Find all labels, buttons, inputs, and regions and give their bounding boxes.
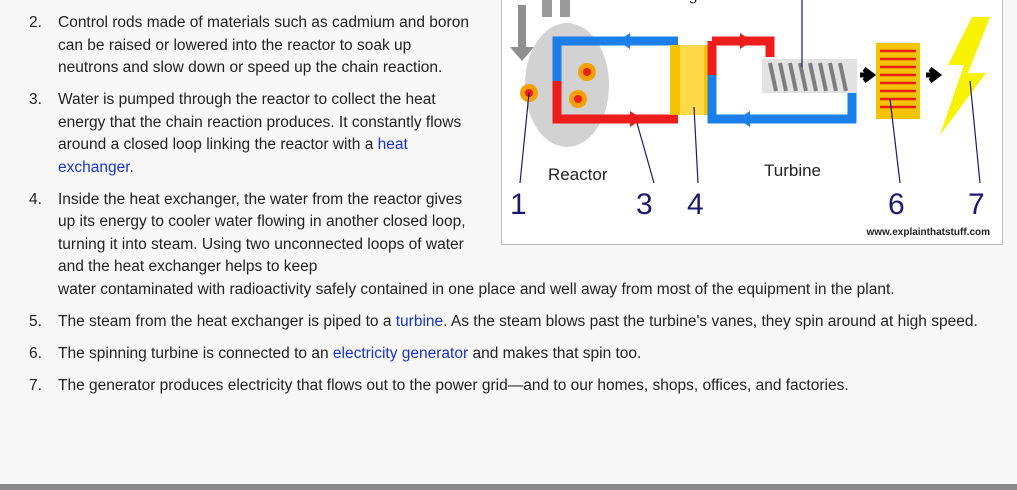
turbine-vanes [768,62,848,92]
label-turbine: Turbine [764,161,821,180]
callout-lines [519,0,981,184]
control-rod [542,0,552,17]
step-number: 3. [29,91,42,108]
list-item: 3. Water is pumped through the reactor t… [0,89,1000,179]
label-reactor: Reactor [548,165,608,184]
callout-number: 1 [510,188,527,221]
electricity-bolt-icon [940,17,990,135]
list-item: 2. Control rods made of materials such a… [0,12,1000,80]
step-text: Water is pumped through the reactor to c… [58,91,462,176]
callout-number: 6 [888,188,905,221]
callout-number: 4 [687,188,704,221]
step-text: The generator produces electricity that … [58,376,849,394]
footer-divider [0,484,1017,490]
step-text: Inside the heat exchanger, the water fro… [58,190,466,276]
callout-number: 7 [968,188,985,221]
heat-exchanger-link[interactable]: heat exchanger [58,136,408,176]
control-rod-arrow-icon [510,5,534,61]
step-number: 6. [29,344,42,362]
label-exchanger: exchanger [637,0,712,4]
step-text: The steam from the heat exchanger is pip… [58,312,978,330]
step-number: 7. [29,376,42,394]
figure-credit: www.explainthatstuff.com [866,227,990,238]
step-text: Control rods made of materials such as c… [58,14,469,76]
step-number: 4. [29,190,42,208]
list-item: 4. Inside the heat exchanger, the water … [0,189,1000,302]
secondary-loop-cold [707,41,857,124]
generator [876,43,920,119]
secondary-loop-hot [712,36,775,57]
step-number: 5. [29,312,42,330]
arrow-icon [926,67,943,83]
callout-numbers: 1 3 4 6 7 [510,188,985,221]
electricity-generator-link[interactable]: electricity generator [332,344,469,362]
power-plant-diagram: exchanger Reactor Turbine 1 3 4 6 7 www.… [501,0,1003,245]
flow-arrow-icon [738,111,750,127]
arrow-icon [860,67,877,83]
callout-number: 3 [636,188,653,221]
flow-arrow-icon [630,111,642,127]
control-rod [560,0,570,17]
list-item: 5. The steam from the heat exchanger is … [0,311,1000,334]
step-text: The spinning turbine is connected to an … [58,344,642,362]
step-text-continued: water contaminated with radioactivity sa… [58,280,895,298]
turbine-link[interactable]: turbine [395,312,444,330]
diagram-svg: exchanger Reactor Turbine 1 3 4 6 7 [510,0,990,221]
step-number: 2. [29,14,42,31]
list-item: 6. The spinning turbine is connected to … [0,343,1000,366]
flow-arrow-icon [740,33,752,49]
list-item: 7. The generator produces electricity th… [0,375,1000,398]
flow-arrow-icon [618,33,630,49]
steps-list: 2. Control rods made of materials such a… [0,12,1000,407]
